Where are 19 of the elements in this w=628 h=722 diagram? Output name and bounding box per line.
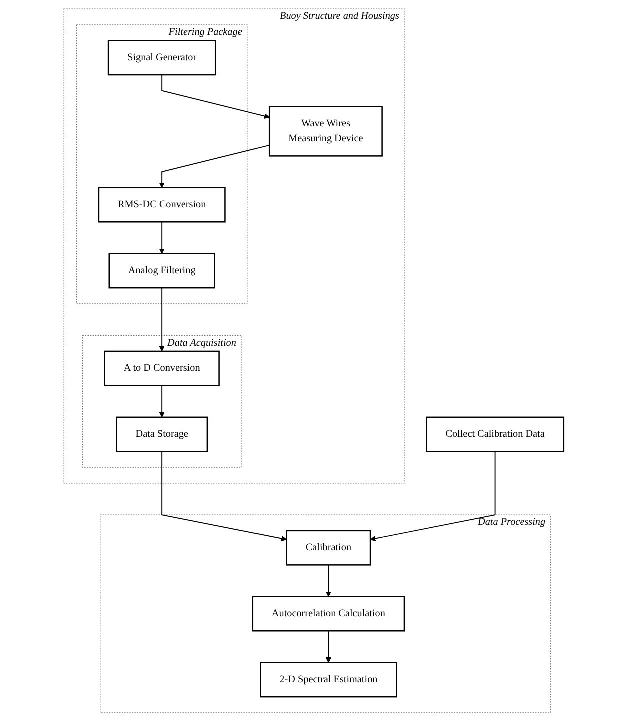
node-box: Autocorrelation Calculation: [252, 596, 406, 632]
arrow: [326, 630, 332, 664]
node-box: Calibration: [286, 530, 372, 566]
node-box: A to D Conversion: [104, 350, 220, 386]
arrow: [159, 222, 165, 254]
node-box: Wave Wires Measuring Device: [268, 106, 383, 157]
arrow: [162, 451, 288, 542]
arrow: [159, 288, 165, 352]
arrow: [159, 144, 270, 188]
node-box: Collect Calibration Data: [426, 416, 565, 452]
arrow: [159, 385, 165, 418]
node-box: 2-D Spectral Estimation: [260, 662, 398, 698]
node-box: RMS-DC Conversion: [98, 187, 226, 223]
arrow: [326, 564, 332, 598]
arrow: [162, 74, 270, 119]
node-box: Signal Generator: [108, 40, 216, 76]
node-box: Data Storage: [116, 416, 208, 452]
node-box: Analog Filtering: [108, 253, 216, 289]
arrow: [370, 451, 496, 542]
